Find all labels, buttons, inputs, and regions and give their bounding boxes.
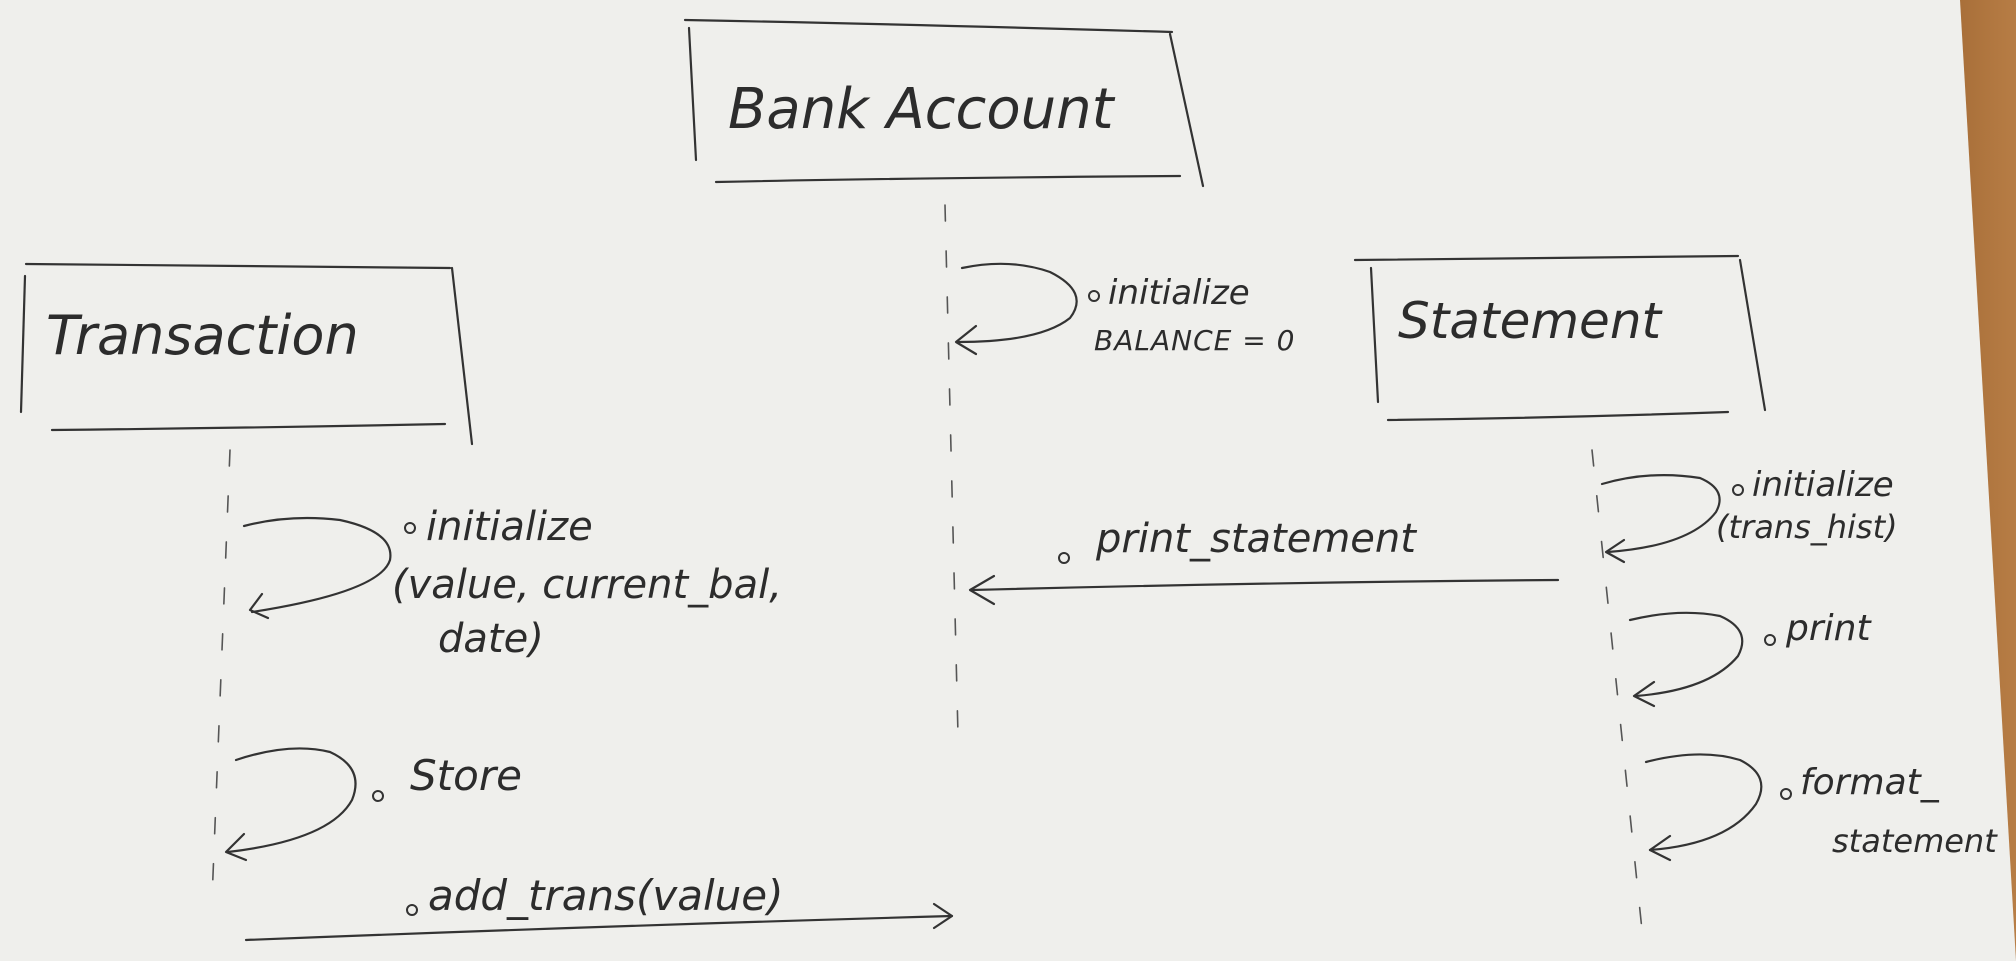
statement-print-self-message: print [1628,608,1872,708]
txn-store-label: Store [410,751,522,800]
bank-balance-label: BALANCE = 0 [1094,324,1295,357]
bank-account-label: Bank Account [728,77,1116,142]
stmt-initialize-args: (trans_hist) [1716,508,1898,546]
stmt-format-label-line2: statement [1832,822,1998,860]
transaction-label: Transaction [46,304,359,367]
stmt-initialize-label: initialize [1752,465,1894,505]
statement-format-self-message: format_ statement [1644,753,1998,862]
txn-initialize-label: initialize [426,504,593,550]
add-trans-label: add_trans(value) [428,871,784,920]
transaction-lifeline [211,449,231,901]
txn-initialize-args-line2: date) [438,616,544,662]
add-trans-message: add_trans(value) [244,871,954,942]
bank-account-box: Bank Account [683,18,1205,188]
statement-label: Statement [1398,292,1664,350]
transaction-box: Transaction [19,262,474,446]
transaction-store-self-message: Store [224,747,522,862]
statement-initialize-self-message: initialize (trans_hist) [1600,465,1898,564]
transaction-initialize-self-message: initialize (value, current_bal, date) [242,504,782,662]
stmt-format-label-line1: format_ [1800,762,1940,803]
stmt-print-label: print [1785,608,1872,649]
statement-lifeline [1591,449,1643,931]
print-statement-message: print_statement [968,516,1560,606]
bank-initialize-self-message: initialize BALANCE = 0 [954,262,1295,357]
statement-box: Statement [1353,254,1767,422]
txn-initialize-args-line1: (value, current_bal, [392,562,782,608]
print-statement-label: print_statement [1095,516,1417,562]
bank-initialize-label: initialize [1108,273,1250,313]
